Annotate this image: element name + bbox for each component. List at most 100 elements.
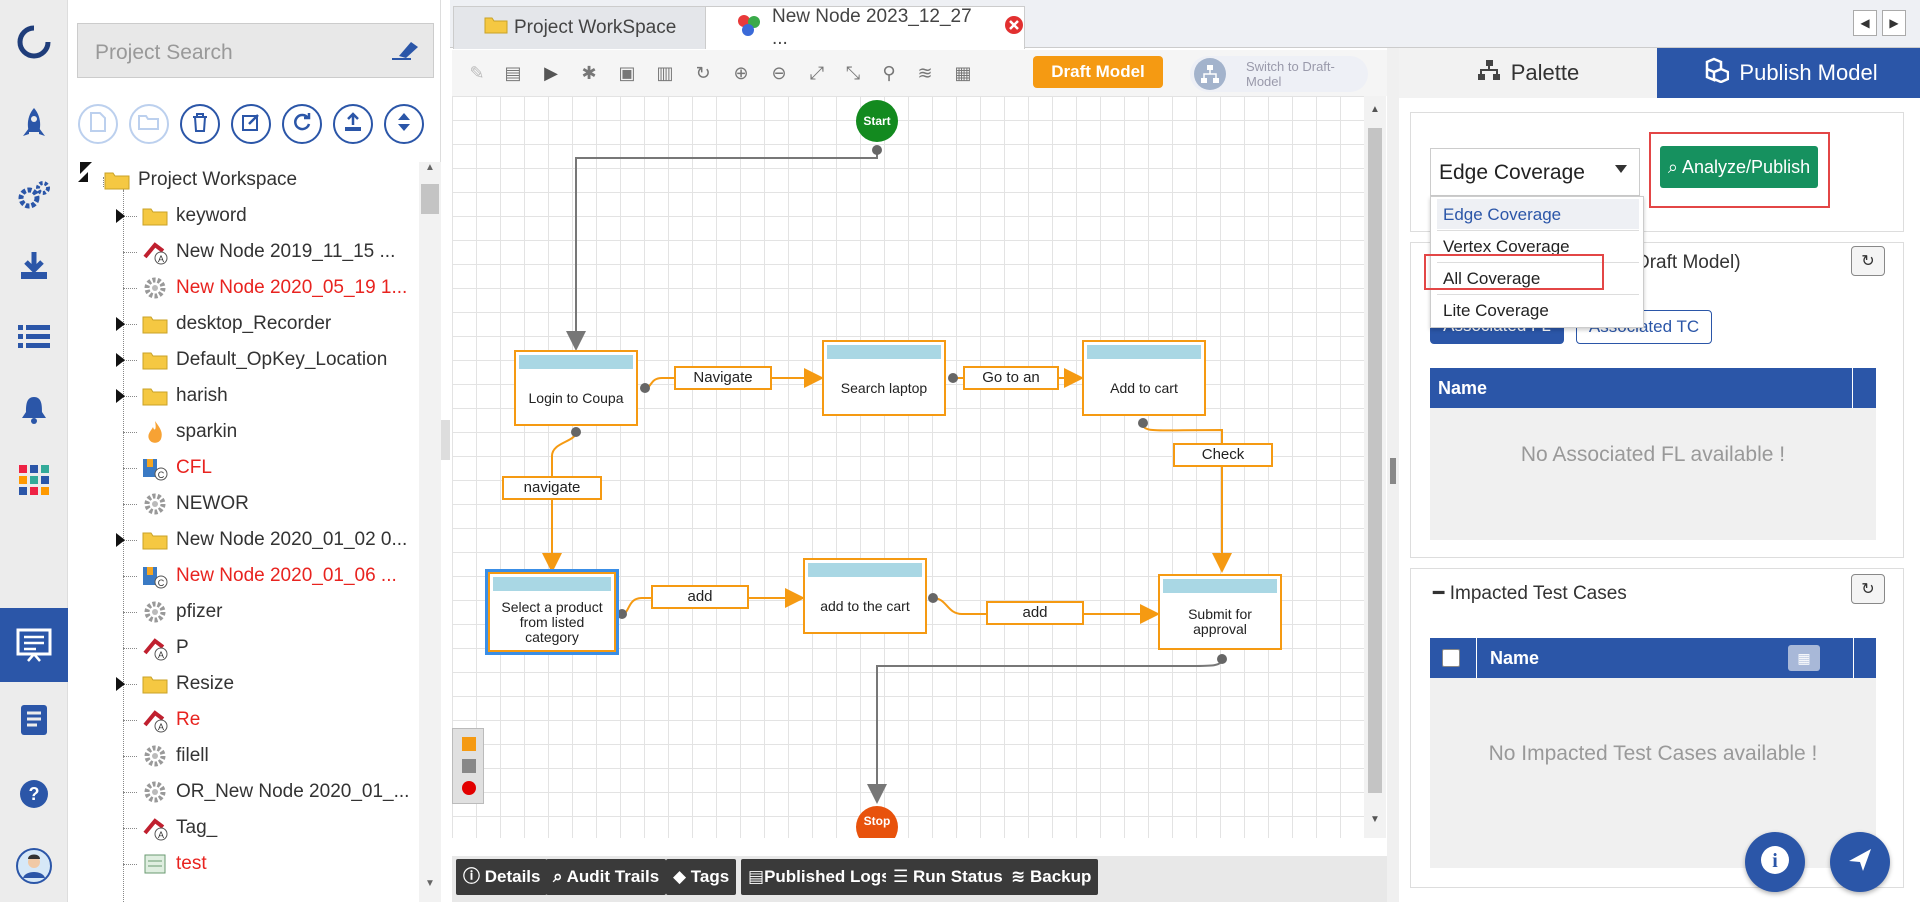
- coverage-option[interactable]: Lite Coverage: [1443, 301, 1549, 320]
- tree-root[interactable]: Project Workspace: [78, 162, 297, 198]
- right-splitter[interactable]: [1387, 48, 1399, 902]
- debug-icon[interactable]: ✱: [581, 63, 597, 83]
- node-addto[interactable]: add to the cart: [803, 558, 927, 634]
- edge-label-add2[interactable]: add: [986, 601, 1084, 625]
- help-icon[interactable]: ?: [0, 766, 68, 822]
- zoom-in-icon[interactable]: ⊕: [733, 63, 749, 83]
- analyze-publish-button[interactable]: ⌕ Analyze/Publish: [1660, 146, 1818, 188]
- search-input[interactable]: Project Search: [77, 23, 434, 78]
- edge-label-navigate2[interactable]: navigate: [502, 476, 602, 500]
- edge-label-navigate[interactable]: Navigate: [674, 366, 772, 390]
- tree-item[interactable]: Resize: [140, 666, 234, 702]
- details-button[interactable]: ⓘ Details: [456, 859, 548, 895]
- panel-splitter[interactable]: [441, 420, 450, 460]
- canvas-scrollbar[interactable]: ▲ ▼: [1364, 96, 1386, 838]
- user-avatar-icon[interactable]: [0, 838, 68, 894]
- tree-item[interactable]: OR_New Node 2020_01_...: [140, 774, 409, 810]
- delete-icon[interactable]: ▥: [656, 63, 674, 83]
- tab-palette[interactable]: Palette: [1399, 48, 1657, 98]
- tab-project-workspace[interactable]: Project WorkSpace: [453, 6, 708, 49]
- tree-item[interactable]: New Node 2020_05_19 1...: [140, 270, 407, 306]
- node-search[interactable]: Search laptop: [822, 340, 946, 416]
- expand-arrow-icon[interactable]: [116, 353, 125, 367]
- expand-arrow-icon[interactable]: [116, 533, 125, 547]
- edge-label-check[interactable]: Check: [1173, 443, 1273, 467]
- open-folder-button[interactable]: [129, 104, 169, 144]
- tags-button[interactable]: ◆ Tags: [666, 859, 737, 895]
- download-icon[interactable]: [0, 237, 68, 293]
- tree-item[interactable]: Default_OpKey_Location: [140, 342, 387, 378]
- edge-submit-stop[interactable]: [867, 658, 1223, 804]
- node-addcart[interactable]: Add to cart: [1082, 340, 1206, 416]
- edit-icon[interactable]: ✎: [469, 63, 485, 83]
- expand-icon[interactable]: ⤢: [809, 63, 825, 83]
- expand-collapse-button[interactable]: [384, 104, 424, 144]
- start-node[interactable]: Start: [856, 100, 898, 142]
- refresh-icon[interactable]: ↻: [695, 63, 711, 83]
- expand-arrow-icon[interactable]: [116, 389, 125, 403]
- properties-icon[interactable]: ▤: [504, 63, 522, 83]
- hierarchy-icon[interactable]: ⚲: [882, 63, 896, 83]
- run-status-button[interactable]: ☰ Run Status: [886, 859, 1010, 895]
- audit-trails-button[interactable]: ⌕ Audit Trails: [546, 859, 667, 895]
- node-submit[interactable]: Submit for approval: [1158, 574, 1282, 650]
- save-icon[interactable]: ▣: [618, 63, 636, 83]
- gears-icon[interactable]: [0, 167, 68, 223]
- edge-label-add1[interactable]: add: [651, 585, 749, 609]
- refresh-tc-button[interactable]: ↻: [1851, 574, 1885, 604]
- published-logs-button[interactable]: ▤Published Logs: [741, 859, 898, 895]
- backup-button[interactable]: ≋ Backup: [1004, 859, 1099, 895]
- stop-node[interactable]: Stop: [856, 806, 898, 838]
- book-icon[interactable]: [0, 692, 68, 748]
- tab-scroll-left-button[interactable]: ◀: [1853, 10, 1877, 36]
- tree-item[interactable]: harish: [140, 378, 228, 414]
- logo-icon[interactable]: [0, 14, 68, 70]
- compress-icon[interactable]: ⤡: [845, 63, 861, 83]
- refresh-fl-button[interactable]: ↻: [1851, 246, 1885, 276]
- node-select[interactable]: Select a product from listed category: [485, 569, 619, 655]
- edit-button[interactable]: [231, 104, 271, 144]
- list-icon[interactable]: [0, 309, 68, 365]
- tree-item[interactable]: NEWOR: [140, 486, 249, 522]
- zoom-out-icon[interactable]: ⊖: [771, 63, 787, 83]
- select-all-checkbox[interactable]: [1442, 649, 1460, 667]
- tab-publish-model[interactable]: Publish Model: [1657, 48, 1920, 98]
- impacted-header[interactable]: ━ Impacted Test Cases: [1433, 582, 1627, 620]
- draft-model-badge[interactable]: Draft Model: [1033, 56, 1163, 88]
- edge-start-login[interactable]: [566, 150, 878, 351]
- chart-icon[interactable]: ▦: [954, 63, 972, 83]
- tree-item[interactable]: New Node 2020_01_02 0...: [140, 522, 407, 558]
- collapse-arrow-icon[interactable]: [78, 172, 88, 182]
- coverage-select[interactable]: Edge Coverage: [1430, 148, 1640, 196]
- tab-scroll-right-button[interactable]: ▶: [1882, 10, 1906, 36]
- play-icon[interactable]: ▶: [544, 63, 558, 83]
- refresh-button[interactable]: [282, 104, 322, 144]
- model-canvas[interactable]: Start Stop Login to Coupa Search laptop Ad…: [452, 96, 1364, 838]
- switch-to-draft-toggle[interactable]: Switch to Draft-Model: [1190, 56, 1368, 92]
- plane-fab-button[interactable]: [1830, 832, 1890, 892]
- eraser-icon[interactable]: [391, 38, 419, 66]
- upload-button[interactable]: [333, 104, 373, 144]
- tree-item[interactable]: filell: [140, 738, 209, 774]
- tab-model[interactable]: New Node 2023_12_27 ...: [705, 6, 1025, 49]
- coverage-option[interactable]: All Coverage: [1443, 269, 1541, 288]
- rocket-icon[interactable]: [0, 96, 68, 152]
- expand-arrow-icon[interactable]: [116, 677, 125, 691]
- close-tab-icon[interactable]: [1004, 15, 1024, 41]
- new-file-button[interactable]: [78, 104, 118, 144]
- delete-button[interactable]: [180, 104, 220, 144]
- expand-arrow-icon[interactable]: [116, 317, 125, 331]
- coverage-option[interactable]: Vertex Coverage: [1443, 237, 1570, 256]
- coverage-option[interactable]: Edge Coverage: [1437, 199, 1639, 229]
- node-login[interactable]: Login to Coupa: [514, 350, 638, 426]
- calendar-icon[interactable]: ▦: [1788, 645, 1820, 671]
- layers-icon[interactable]: ≋: [917, 63, 933, 83]
- apps-grid-icon[interactable]: [0, 452, 68, 508]
- tree-scrollbar[interactable]: ▲ ▼: [419, 162, 441, 902]
- tree-item[interactable]: desktop_Recorder: [140, 306, 331, 342]
